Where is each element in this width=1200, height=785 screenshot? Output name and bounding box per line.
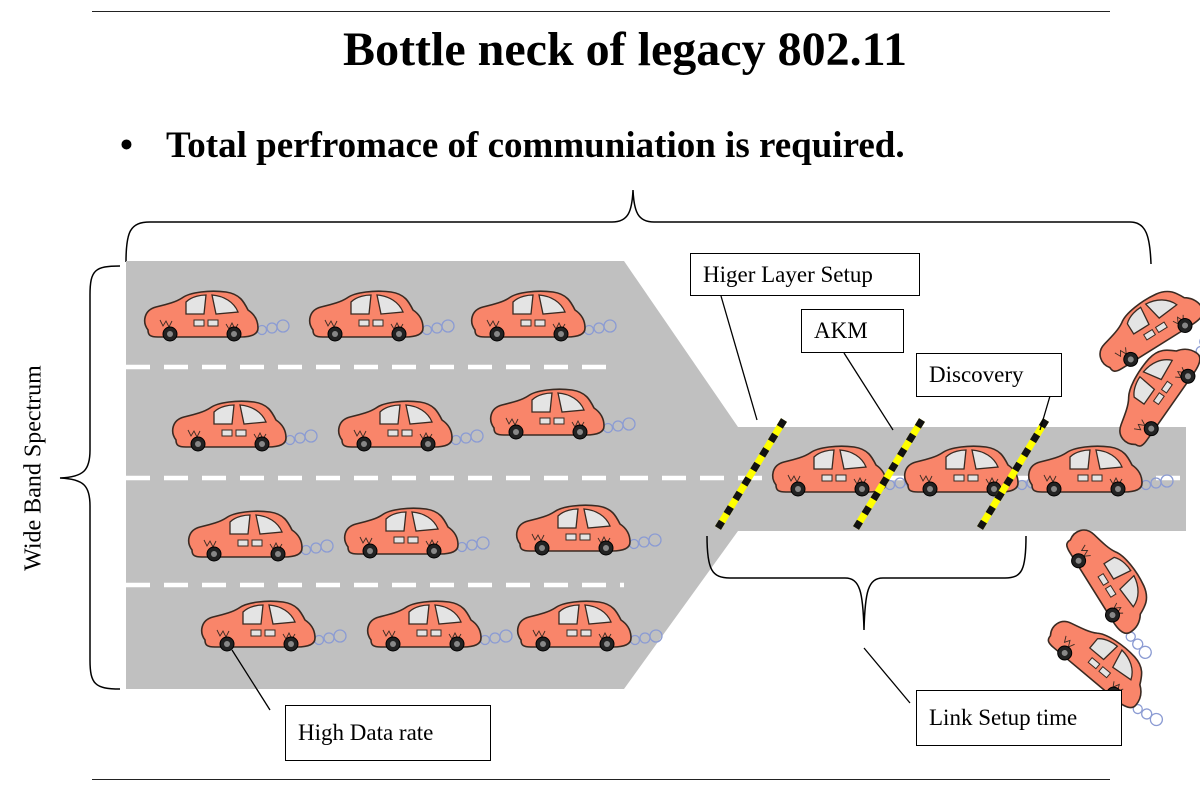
- akm-label: AKM: [801, 309, 904, 353]
- top-rule: [92, 11, 1110, 12]
- narrow-road-cars: [771, 445, 1174, 497]
- higher-layer-setup-label: Higer Layer Setup: [690, 253, 920, 296]
- link-setup-time-label: Link Setup time: [916, 690, 1122, 746]
- bullet-text: Total perfromace of communiation is requ…: [166, 125, 905, 166]
- bullet-item: • Total perfromace of communiation is req…: [120, 124, 905, 167]
- left-brace: [59, 265, 121, 690]
- wide-band-spectrum-text: Wide Band Spectrum: [20, 365, 47, 571]
- gate-akm: [853, 418, 925, 530]
- discovery-label: Discovery: [916, 353, 1062, 397]
- link-setup-brace: [706, 535, 1027, 631]
- gate-higher-layer: [715, 418, 787, 530]
- slide-title: Bottle neck of legacy 802.11: [343, 23, 907, 76]
- high-data-rate-label: High Data rate: [285, 705, 491, 761]
- gate-discovery: [977, 418, 1049, 530]
- top-brace: [125, 189, 1152, 265]
- leader-lines: [231, 295, 1051, 711]
- bottom-rule: [92, 779, 1110, 780]
- bullet-dot-icon: •: [120, 125, 133, 166]
